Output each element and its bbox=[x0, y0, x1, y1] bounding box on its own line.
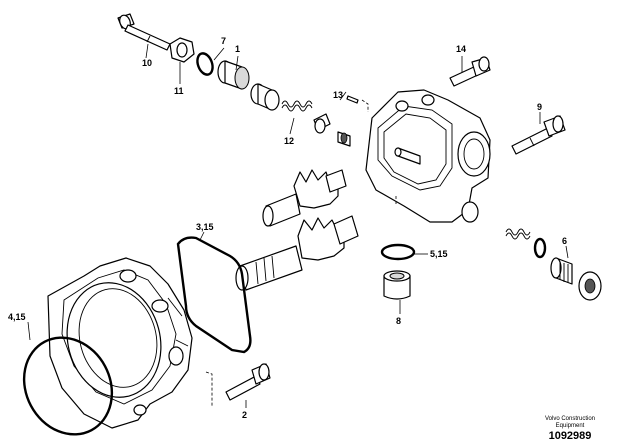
part-6-spring bbox=[505, 228, 531, 240]
callout-labels: 10 11 7 1 12 13 14 9 3,15 5,15 6 8 4,15 … bbox=[8, 36, 567, 420]
gear-upper bbox=[262, 169, 347, 227]
brand-caption: Volvo Construction Equipment bbox=[544, 416, 596, 429]
dashed-guide-2 bbox=[205, 371, 213, 406]
part-7-o-ring bbox=[196, 52, 214, 76]
callout-6: 6 bbox=[562, 236, 567, 246]
callout-10: 10 bbox=[142, 58, 152, 68]
leader-lines bbox=[27, 43, 569, 408]
part-3-seal-ring bbox=[176, 236, 252, 354]
callout-11: 11 bbox=[174, 86, 184, 96]
callout-2: 2 bbox=[242, 410, 247, 420]
callout-3-15: 3,15 bbox=[196, 222, 214, 232]
part-9-bolt bbox=[511, 115, 566, 155]
pump-body bbox=[47, 257, 193, 429]
part-10-bolt bbox=[117, 13, 171, 51]
part-6-o-ring bbox=[533, 237, 547, 259]
part-2-bolt bbox=[225, 363, 271, 401]
part-5-o-ring bbox=[380, 243, 416, 261]
fitting-small bbox=[337, 131, 351, 147]
callout-9: 9 bbox=[537, 102, 542, 112]
sleeve bbox=[250, 83, 280, 111]
callout-14: 14 bbox=[456, 44, 466, 54]
drawing-number: 1092989 bbox=[548, 430, 592, 442]
part-12-spring bbox=[281, 100, 313, 112]
callout-8: 8 bbox=[396, 316, 401, 326]
dashed-guide-13 bbox=[361, 99, 369, 112]
part-13-pin bbox=[346, 95, 359, 104]
part-8-plug bbox=[383, 270, 411, 300]
part-14-bolt bbox=[449, 56, 491, 87]
pump-cover-housing bbox=[365, 89, 491, 223]
part-1-strainer bbox=[217, 60, 250, 90]
callout-5-15: 5,15 bbox=[430, 249, 448, 259]
callout-13: 13 bbox=[333, 90, 343, 100]
callout-7: 7 bbox=[221, 36, 226, 46]
callout-4-15: 4,15 bbox=[8, 312, 26, 322]
valve-piston bbox=[313, 113, 331, 134]
callout-12: 12 bbox=[284, 136, 294, 146]
part-6-plug bbox=[550, 257, 573, 285]
part-11-nut bbox=[169, 37, 195, 63]
callout-1: 1 bbox=[235, 44, 240, 54]
washer bbox=[578, 271, 602, 301]
drawing-footer: Volvo Construction Equipment 1092989 bbox=[539, 416, 601, 442]
part-4-o-ring bbox=[22, 336, 114, 436]
gear-lower bbox=[235, 215, 359, 291]
